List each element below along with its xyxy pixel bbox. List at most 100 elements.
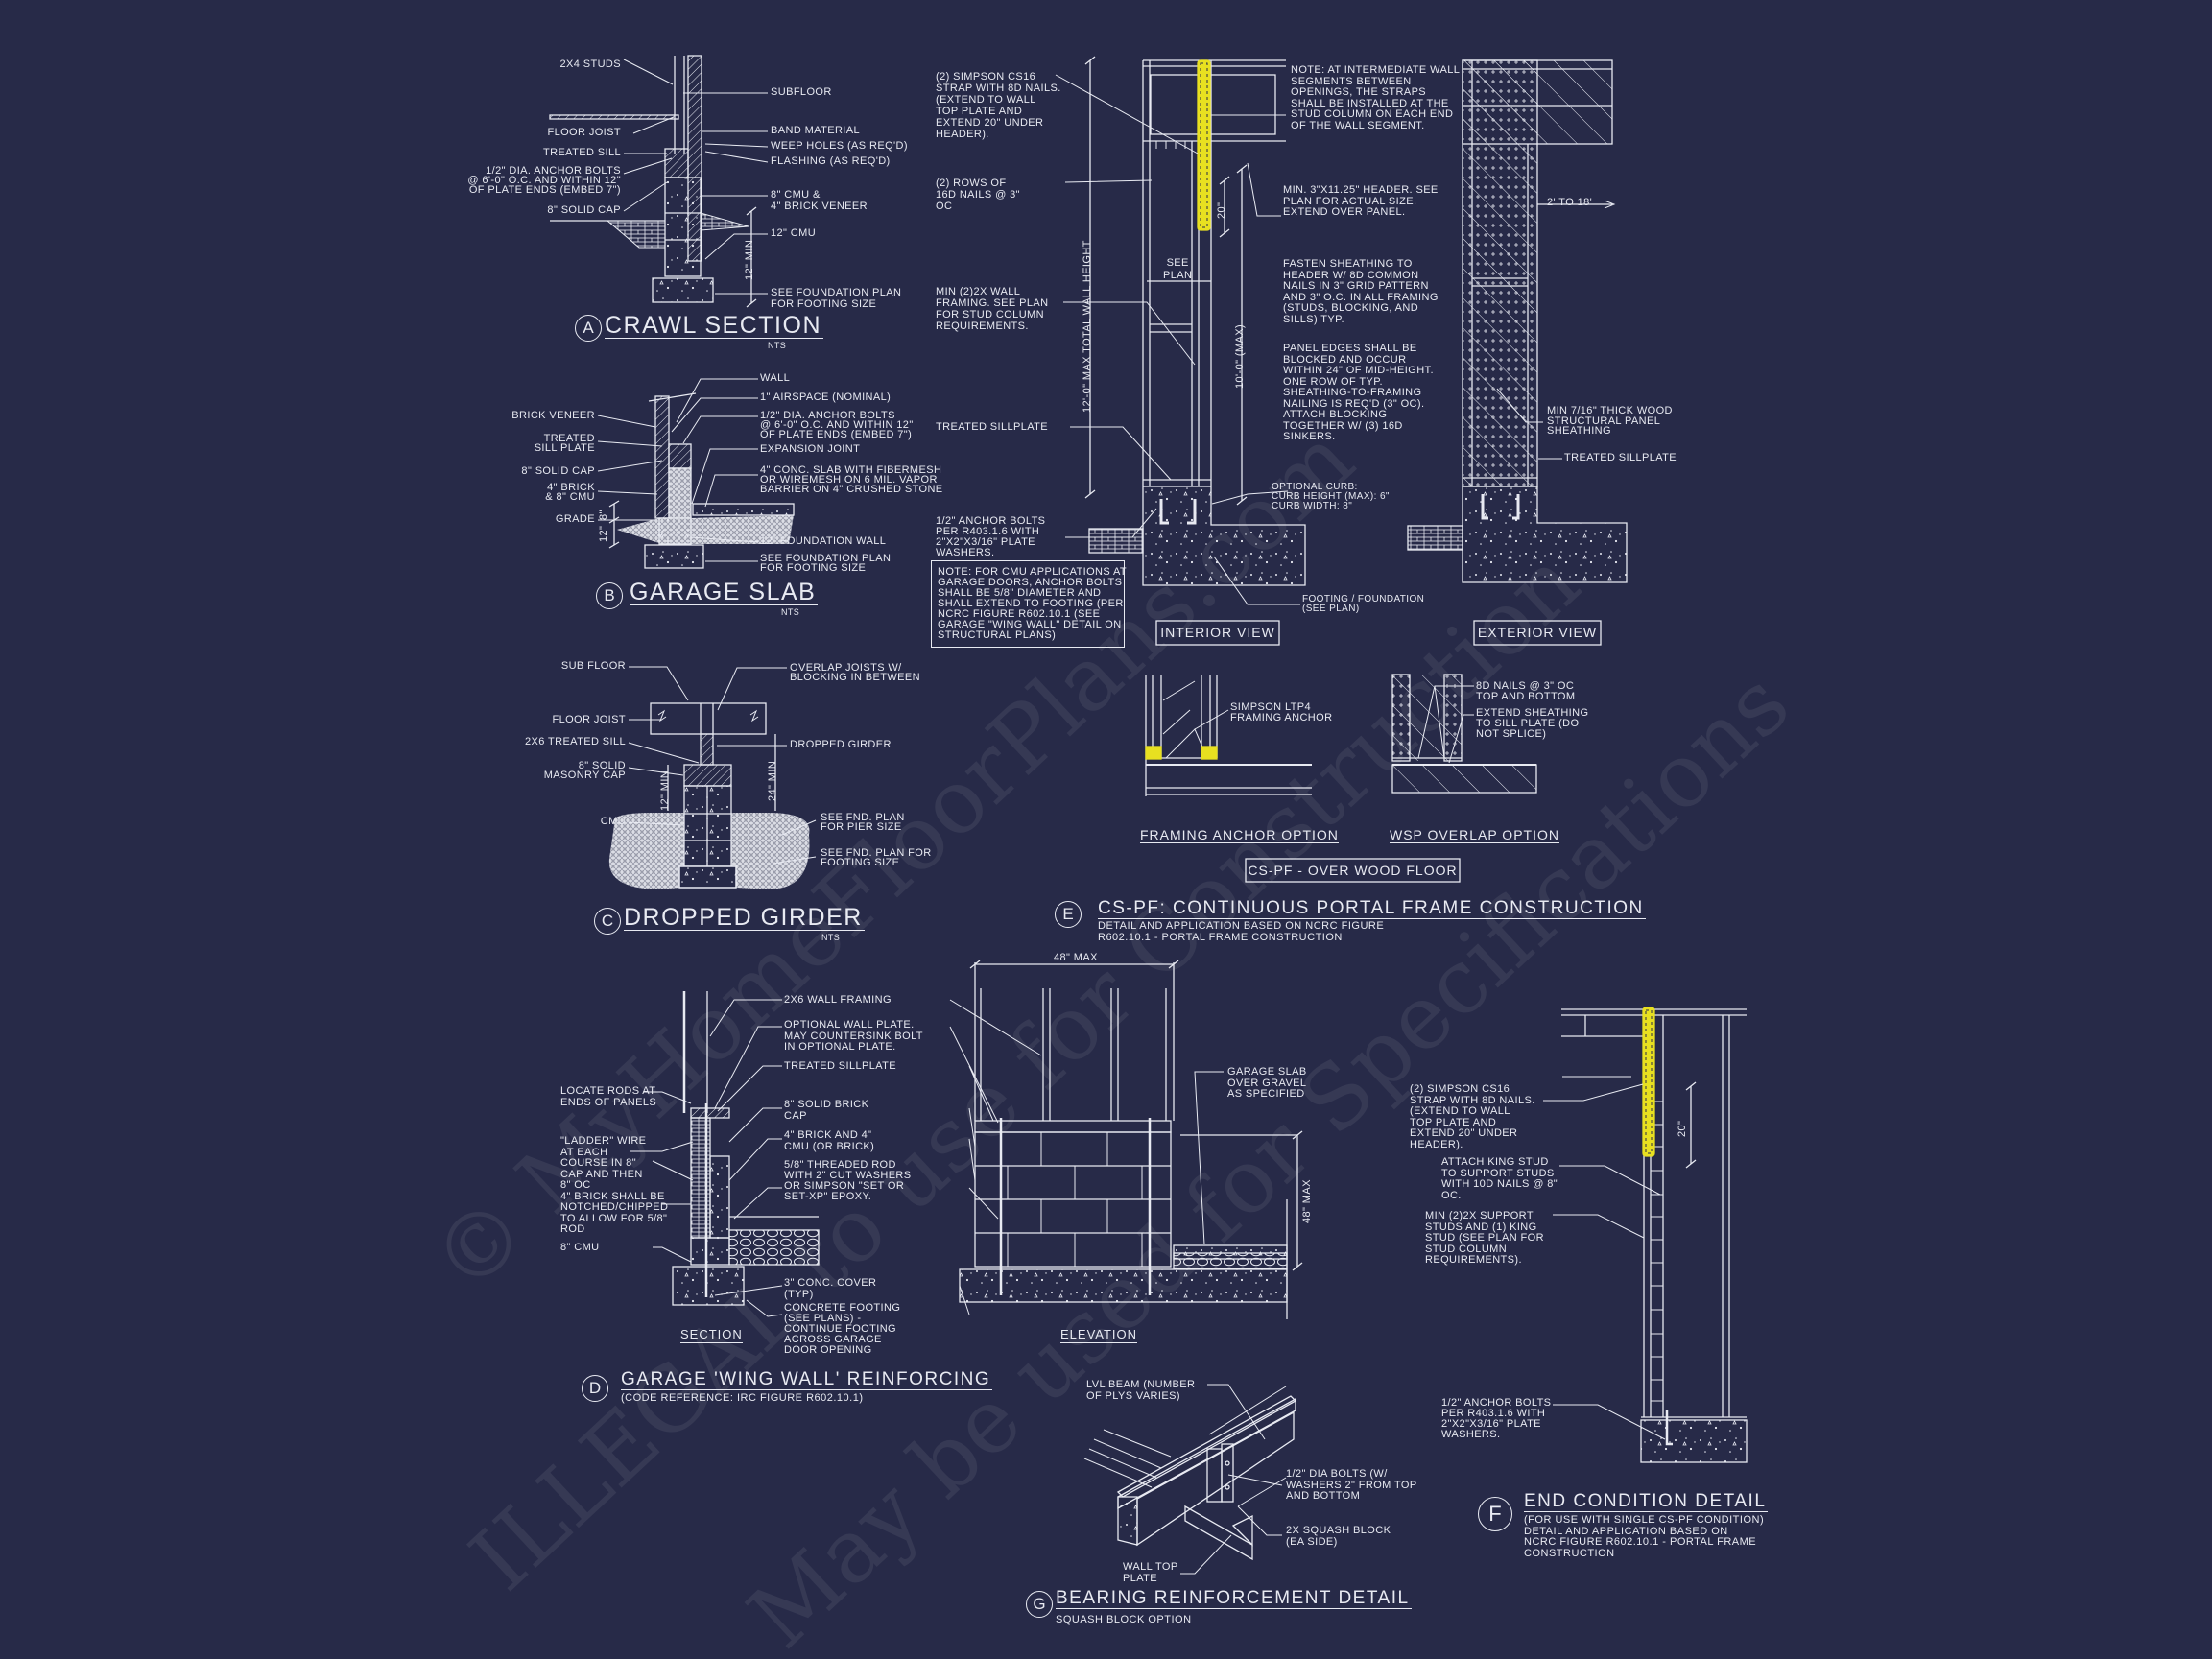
label-concrete-footing: CONCRETE FOOTING (SEE PLANS) - CONTINUE … — [784, 1302, 901, 1356]
label-cmu: CMU — [600, 816, 626, 827]
label-king-stud: ATTACH KING STUD TO SUPPORT STUDS WITH 1… — [1441, 1156, 1558, 1201]
detail-marker-d: D — [582, 1375, 608, 1402]
subtitle-squash-block-option: SQUASH BLOCK OPTION — [1056, 1614, 1192, 1625]
label-squash-block: 2x SQUASH BLOCK (EA SIDE) — [1286, 1525, 1391, 1548]
subtitle-portal-frame: DETAIL AND APPLICATION BASED ON NCRC FIG… — [1098, 920, 1385, 943]
dimension-8: 8" — [598, 510, 609, 520]
label-threaded-rod: 5/8" THREADED ROD WITH 2" CUT WASHERS OR… — [784, 1159, 912, 1202]
detail-marker-f: F — [1478, 1497, 1512, 1531]
label-treated-sillplate: TREATED SILLPLATE — [784, 1060, 897, 1072]
label-solid-cap: 8" SOLID CAP — [521, 465, 595, 477]
label-2x6-wall-framing: 2x6 WALL FRAMING — [784, 994, 892, 1006]
label-overlap-joists: OVERLAP JOISTS W/ BLOCKING IN BETWEEN — [790, 662, 920, 683]
label-wall: WALL — [760, 372, 791, 384]
subtitle-section: SECTION — [680, 1327, 743, 1343]
label-treated-sillplate: TREATED SILLPLATE — [936, 421, 1049, 433]
label-header: MIN. 3"x11.25" HEADER. SEE PLAN FOR ACTU… — [1283, 184, 1439, 218]
label-8-cmu: 8" CMU — [560, 1242, 600, 1253]
label-simpson-strap: (2) SIMPSON CS16 STRAP WITH 8d NAILS. (E… — [936, 71, 1061, 140]
detail-marker-a: A — [575, 315, 602, 342]
detail-marker-c: C — [594, 908, 621, 935]
portal-interior-view-drawing — [1055, 56, 1306, 646]
label-lvl-beam: LVL BEAM (NUMBER OF PLYS VARIES) — [1086, 1379, 1196, 1402]
dimension-20: 20" — [1677, 1120, 1688, 1137]
label-anchor-bolts: 1/2" DIA. ANCHOR BOLTS @ 6'-0" O.C. AND … — [760, 410, 914, 440]
label-rows-of-nails: (2) ROWS OF 16d NAILS @ 3" OC — [936, 178, 1020, 212]
over-wood-floor-box — [1245, 858, 1461, 883]
subtitle-wsp-overlap-option: WSP OVERLAP OPTION — [1390, 827, 1559, 843]
scale-nts: NTS — [821, 933, 841, 942]
end-condition-drawing — [1543, 1007, 1748, 1463]
label-2x4-studs: 2X4 STUDS — [559, 59, 621, 70]
detail-marker-e: E — [1055, 901, 1082, 928]
label-see-plan: SEE PLAN — [1163, 257, 1193, 281]
label-brick-cmu: 4" BRICK & 8" CMU — [545, 482, 595, 503]
label-garage-slab: GARAGE SLAB OVER GRAVEL AS SPECIFIED — [1227, 1066, 1307, 1100]
wing-wall-section-drawing — [630, 991, 820, 1317]
scale-nts: NTS — [768, 341, 787, 350]
wing-wall-elevation-drawing — [949, 960, 1303, 1319]
label-weep-holes: WEEP HOLES (AS REQ'D) — [771, 140, 908, 152]
label-sill-plate: TREATED SILL PLATE — [534, 433, 595, 454]
label-dia-bolts: 1/2" DIA BOLTS (W/ WASHERS 2" FROM TOP A… — [1286, 1468, 1417, 1502]
label-wall-framing: MIN (2)2X WALL FRAMING. SEE PLAN FOR STU… — [936, 286, 1049, 332]
label-anchor-bolts: 1/2" ANCHOR BOLTS PER R403.1.6 WITH 2"x2… — [936, 515, 1046, 558]
label-airspace: 1" AIRSPACE (NOMINAL) — [760, 391, 892, 403]
label-8d-nails: 8d NAILS @ 3" OC TOP AND BOTTOM — [1476, 680, 1576, 702]
label-wall-top-plate: WALL TOP PLATE — [1123, 1561, 1178, 1584]
label-dropped-girder: DROPPED GIRDER — [790, 739, 892, 750]
note-panel-edges: PANEL EDGES SHALL BE BLOCKED AND OCCUR W… — [1283, 343, 1434, 442]
label-foundation-wall: 12" FOUNDATION WALL — [760, 535, 887, 547]
title-portal-frame: CS-PF: CONTINUOUS PORTAL FRAME CONSTRUCT… — [1098, 898, 1646, 919]
label-footing-size: SEE FOUNDATION PLAN FOR FOOTING SIZE — [771, 287, 902, 310]
label-band-material: BAND MATERIAL — [771, 125, 861, 136]
label-conc-cover: 3" CONC. COVER (TYP) — [784, 1277, 877, 1300]
label-brick-cap: 8" SOLID BRICK CAP — [784, 1099, 869, 1122]
label-locate-rods: LOCATE RODS AT ENDS OF PANELS — [560, 1085, 657, 1108]
title-wing-wall: GARAGE 'WING WALL' REINFORCING — [621, 1369, 993, 1390]
label-brick-veneer: BRICK VENEER — [511, 410, 595, 421]
label-span-2-to-18: 2' TO 18' — [1547, 197, 1593, 208]
dropped-girder-drawing — [608, 666, 817, 889]
label-flashing: FLASHING (AS REQ'D) — [771, 155, 891, 167]
label-optional-wall-plate: OPTIONAL WALL PLATE. MAY COUNTERSINK BOL… — [784, 1019, 923, 1053]
dimension-12-min: 12" MIN — [659, 770, 671, 811]
garage-slab-drawing — [597, 378, 795, 569]
label-subfloor: SUBFLOOR — [771, 86, 832, 98]
framing-anchor-option-drawing — [1145, 675, 1312, 796]
label-floor-joist: FLOOR JOIST — [552, 714, 626, 725]
title-end-condition: END CONDITION DETAIL — [1524, 1491, 1769, 1512]
dimension-10-max: 10'-0" (MAX) — [1234, 323, 1246, 389]
label-footing-size: SEE FND. PLAN FOR FOOTING SIZE — [821, 847, 932, 868]
subtitle-wing-wall: (CODE REFERENCE: IRC FIGURE R602.10.1) — [621, 1392, 864, 1404]
label-optional-curb: OPTIONAL CURB: CURB HEIGHT (MAX): 6" CUR… — [1272, 482, 1390, 511]
label-cmu-brick-veneer: 8" CMU & 4" BRICK VENEER — [771, 189, 868, 212]
note-cmu-applications: NOTE: FOR CMU APPLICATIONS AT GARAGE DOO… — [931, 560, 1127, 648]
label-12-cmu: 12" CMU — [771, 227, 817, 239]
dimension-48-max-height: 48" MAX — [1301, 1179, 1313, 1223]
note-fasten-sheathing: FASTEN SHEATHING TO HEADER W/ 8d COMMON … — [1283, 258, 1439, 325]
title-dropped-girder: DROPPED GIRDER — [624, 904, 865, 931]
label-floor-joist: FLOOR JOIST — [547, 127, 621, 138]
label-treated-sill: 2x6 TREATED SILL — [524, 736, 626, 747]
dimension-20: 20" — [1216, 201, 1227, 219]
label-interior-view: INTERIOR VIEW — [1160, 625, 1275, 640]
label-anchor-bolts: 1/2" ANCHOR BOLTS PER R403.1.6 WITH 2"x2… — [1441, 1397, 1552, 1440]
label-treated-sillplate: TREATED SILLPLATE — [1564, 452, 1677, 463]
label-masonry-cap: 8" SOLID MASONRY CAP — [543, 760, 626, 781]
dimension-12-min: 12" MIN — [744, 239, 755, 280]
scale-nts: NTS — [781, 607, 800, 617]
label-extend-sheathing: EXTEND SHEATHING TO SILL PLATE (DO NOT S… — [1476, 707, 1589, 740]
subtitle-end-condition: (FOR USE WITH SINGLE CS-PF CONDITION) DE… — [1524, 1514, 1765, 1559]
label-footing-foundation: FOOTING / FOUNDATION (SEE PLAN) — [1302, 594, 1425, 614]
subtitle-elevation: ELEVATION — [1060, 1327, 1138, 1343]
detail-marker-g: G — [1026, 1591, 1053, 1618]
title-garage-slab: GARAGE SLAB — [630, 579, 819, 605]
label-pier-size: SEE FND. PLAN FOR PIER SIZE — [821, 812, 905, 833]
wsp-overlap-option-drawing — [1391, 674, 1537, 794]
bearing-reinforcement-drawing — [1083, 1384, 1297, 1575]
dimension-12: 12" — [598, 525, 609, 542]
label-simpson-strap: (2) SIMPSON CS16 STRAP WITH 8d NAILS. (E… — [1410, 1083, 1535, 1150]
note-intermediate-wall: NOTE: AT INTERMEDIATE WALL SEGMENTS BETW… — [1291, 64, 1461, 131]
